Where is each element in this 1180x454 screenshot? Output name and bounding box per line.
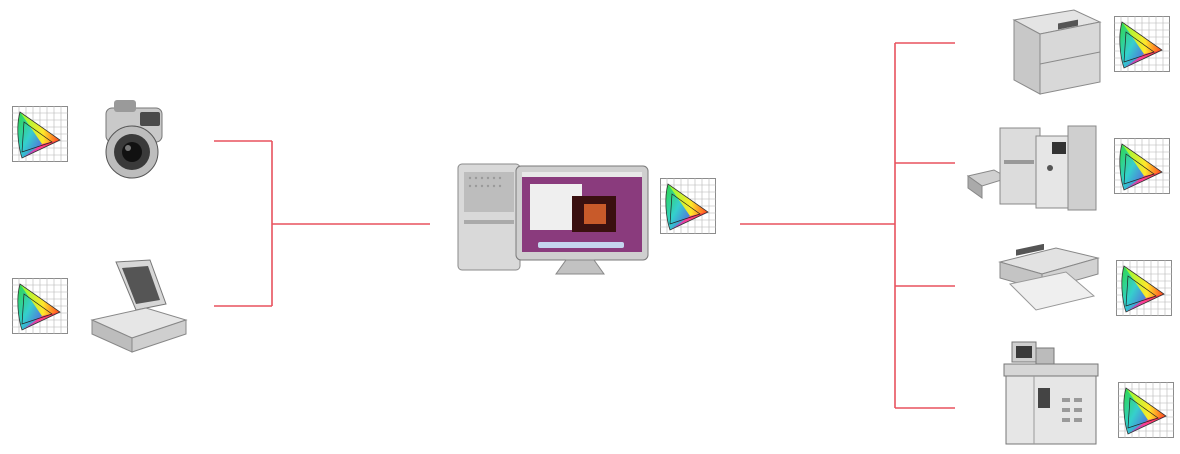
color-gamut-icon <box>1114 16 1170 72</box>
printing-press-icon <box>964 120 1104 214</box>
camera-icon <box>92 98 176 184</box>
output-laser-printer-node <box>1004 6 1174 98</box>
output-photo-lab-node <box>1002 340 1174 448</box>
photo-lab-icon <box>1002 340 1102 448</box>
hub-computer-node <box>454 160 722 280</box>
inkjet-printer-icon <box>996 244 1100 318</box>
color-gamut-icon <box>1116 260 1172 316</box>
output-inkjet-printer-node <box>996 244 1174 320</box>
color-gamut-icon <box>12 106 68 162</box>
input-scanner-node <box>12 258 192 358</box>
scanner-icon <box>86 258 190 358</box>
laser-printer-icon <box>1004 6 1104 98</box>
input-camera-node <box>12 98 182 188</box>
color-gamut-icon <box>12 278 68 334</box>
output-connectors <box>740 43 955 408</box>
color-gamut-icon <box>660 178 716 234</box>
output-printing-press-node <box>964 120 1174 214</box>
computer-icon <box>454 160 654 278</box>
color-gamut-icon <box>1118 382 1174 438</box>
color-gamut-icon <box>1114 138 1170 194</box>
input-connectors <box>214 141 430 306</box>
